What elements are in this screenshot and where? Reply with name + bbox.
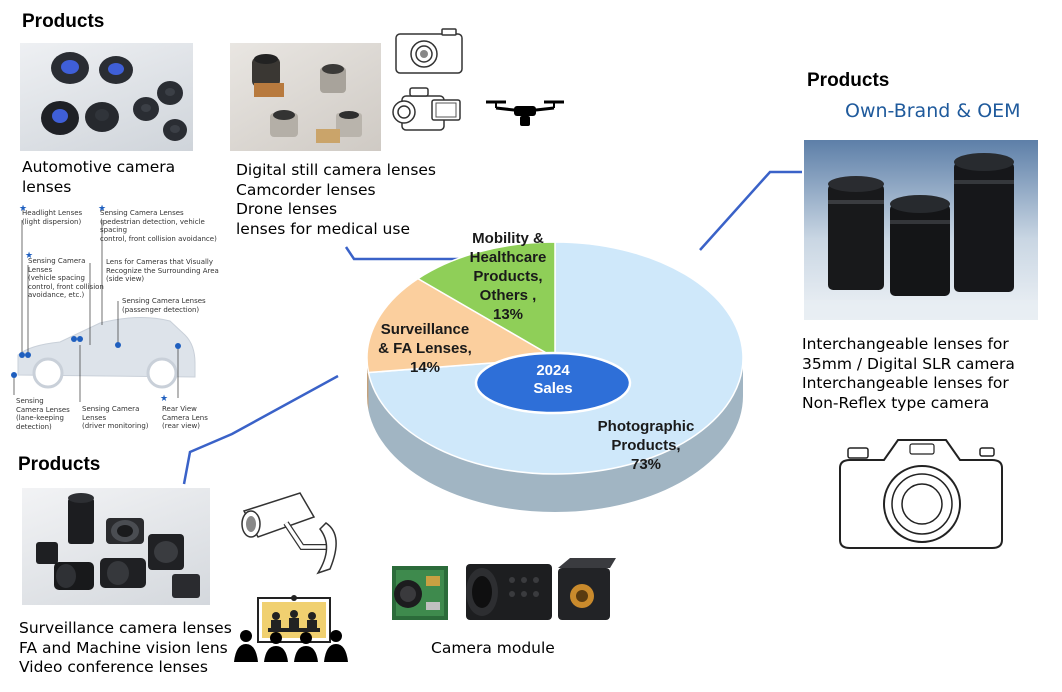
car-diagram: ★★★★ Headlight Lenses(light dispersion) … [10, 205, 230, 435]
pie-slice-surveillance [366, 277, 558, 374]
car-sub-3: (vehicle spacing control, front collisio… [28, 274, 104, 299]
interchangeable-lens-photo [804, 140, 1038, 320]
pie-slice-photographic-side [368, 358, 743, 513]
right-subheading: Own-Brand & OEM [845, 100, 1021, 122]
car-label-5: Sensing Camera Lenses [122, 297, 206, 305]
video-conference-icon [234, 595, 348, 662]
car-label-4: Lens for Cameras that Visually Recognize… [106, 258, 219, 275]
sales-pie-chart [366, 241, 744, 513]
car-label-1: Headlight Lenses [22, 209, 83, 217]
dslr-camera-icon [839, 439, 1003, 549]
svg-text:★: ★ [98, 205, 106, 213]
car-illustration: ★ ★ ★ ★ [11, 205, 196, 403]
car-label-3: Sensing Camera Lenses [28, 257, 86, 274]
car-sub-4: (side view) [106, 275, 145, 283]
digital-lens-photo [230, 43, 381, 151]
car-sub-6: (lane-keeping detection) [16, 414, 64, 431]
surveillance-lens-photo [22, 488, 210, 605]
car-label-8: Rear View Camera Lens [162, 405, 208, 422]
car-sub-1: (light dispersion) [22, 217, 82, 226]
pie-center-ellipse [474, 351, 632, 415]
pie-label-surveillance: Surveillance & FA Lenses, 14% [378, 321, 472, 376]
automotive-caption: Automotive camera lenses [22, 158, 176, 196]
svg-text:★: ★ [160, 393, 168, 403]
connector-top-left [344, 246, 470, 261]
car-label-2: Sensing Camera Lenses [100, 209, 184, 217]
bottom-left-caption: Surveillance camera lenses FA and Machin… [19, 619, 232, 676]
bottom-left-heading: Products [18, 454, 101, 475]
car-label-7: Sensing Camera Lenses [82, 405, 140, 422]
pie-label-photographic: Photographic Products, 73% [597, 418, 695, 473]
compact-camera-icon [395, 28, 463, 74]
svg-text:★: ★ [19, 205, 27, 213]
car-sub-5: (passenger detection) [122, 305, 200, 314]
car-label-6: Sensing Camera Lenses [16, 397, 70, 414]
car-sub-8: (rear view) [162, 422, 201, 430]
pie-center-label: 2024 Sales [533, 362, 573, 397]
connector-right [699, 170, 802, 251]
car-sub-2: (pedestrian detection, vehicle spacing c… [100, 217, 217, 243]
svg-text:★: ★ [25, 250, 33, 260]
camcorder-icon [392, 87, 461, 131]
automotive-lens-photo [20, 43, 193, 151]
pie-slice-mobility [416, 241, 556, 360]
top-left-heading: Products [22, 11, 105, 32]
digital-caption: Digital still camera lenses Camcorder le… [236, 161, 437, 238]
drone-icon [486, 100, 564, 126]
car-sub-7: (driver monitoring) [82, 422, 149, 430]
camera-module-photo [392, 558, 616, 620]
connector-bottom-left [182, 374, 339, 485]
pie-label-mobility: Mobility & Healthcare Products, Others ,… [469, 230, 547, 323]
right-caption: Interchangeable lenses for 35mm / Digita… [802, 335, 1015, 412]
security-camera-icon [241, 492, 337, 575]
camera-module-caption: Camera module [431, 639, 555, 657]
right-heading: Products [807, 70, 890, 91]
